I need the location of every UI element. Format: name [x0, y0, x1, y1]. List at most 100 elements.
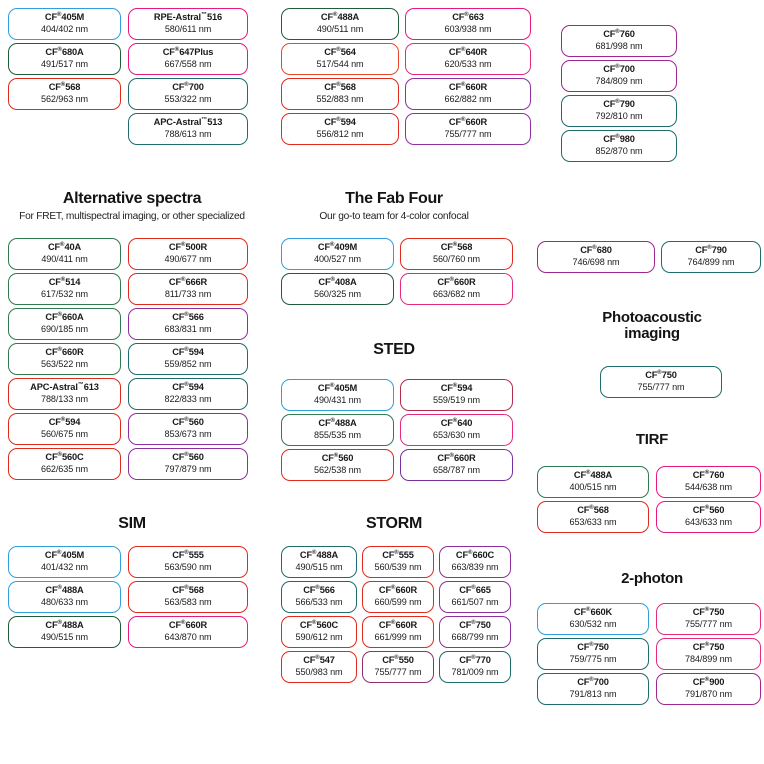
- registered-mark: ®: [181, 242, 186, 249]
- dye-wavelengths: 562/538 nm: [313, 465, 362, 476]
- dye-name: CF®665: [459, 585, 491, 596]
- dye-wavelengths: 490/431 nm: [313, 395, 362, 406]
- dye-name: CF®560: [172, 417, 204, 428]
- dye-wavelengths: 755/777 nm: [684, 619, 733, 630]
- dye-wavelengths: 491/517 nm: [40, 59, 89, 70]
- registered-mark: ®: [57, 312, 62, 319]
- registered-mark: ®: [452, 383, 458, 390]
- dye-wavelengths: 746/698 nm: [572, 257, 620, 268]
- dye-wavelengths: 791/870 nm: [684, 689, 733, 700]
- registered-mark: ®: [181, 277, 186, 284]
- registered-mark: ®: [704, 607, 710, 614]
- registered-mark: ®: [589, 505, 594, 512]
- dye-wavelengths: 668/799 nm: [451, 632, 499, 643]
- registered-mark: ®: [184, 82, 189, 89]
- dye-wavelengths: 681/998 nm: [595, 41, 643, 52]
- registered-mark: ®: [312, 620, 317, 627]
- dye-name: CF®640: [440, 418, 473, 429]
- registered-mark: ®: [704, 677, 710, 684]
- section-title-h-sim: SIM: [118, 515, 146, 532]
- dye-name: CF®408A: [318, 277, 357, 288]
- registered-mark: ®: [330, 418, 335, 425]
- dye-name: CF®555: [172, 550, 204, 561]
- dye-wavelengths: 781/009 nm: [451, 667, 499, 678]
